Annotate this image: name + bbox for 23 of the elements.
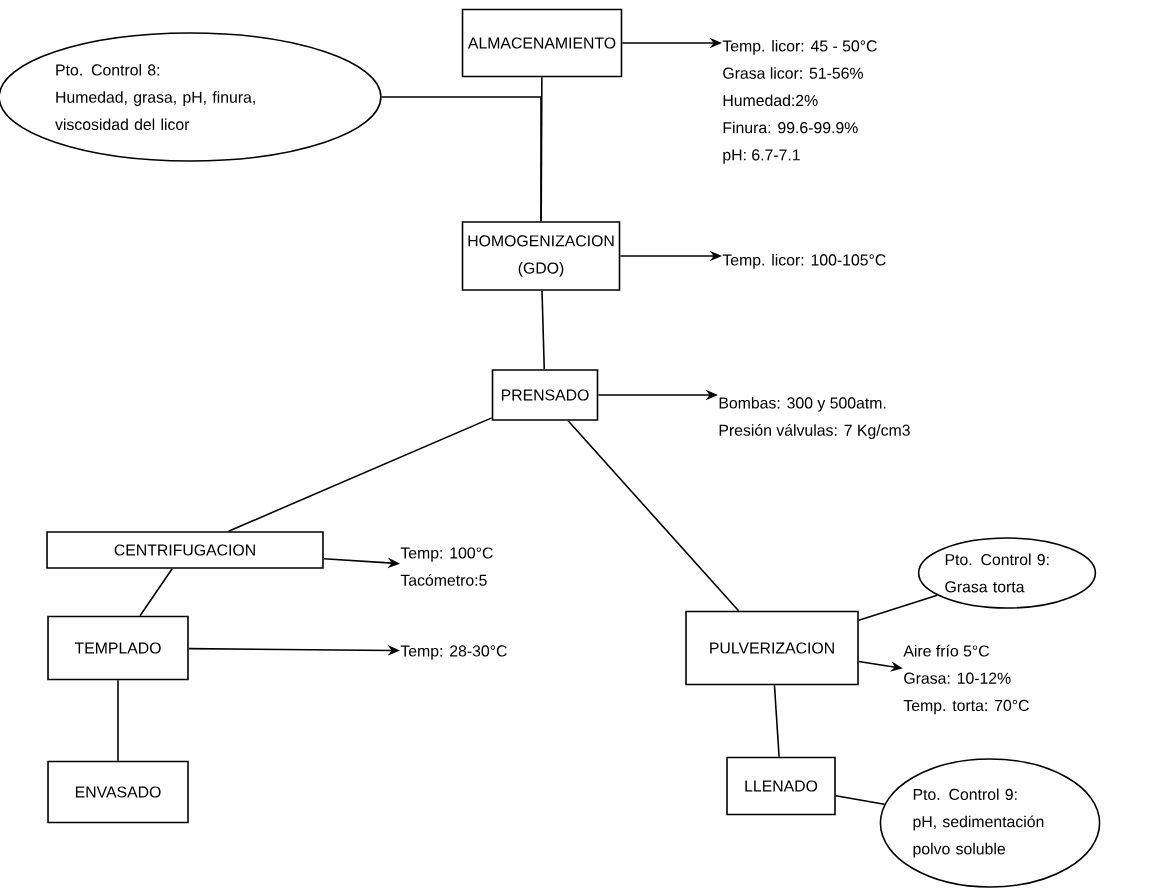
process-box: HOMOGENIZACION (GDO) xyxy=(461,221,621,291)
process-box: PRENSADO xyxy=(491,369,599,421)
connector-line xyxy=(227,417,493,532)
parameter-list: Temp. licor: 45 - 50°C Grasa licor: 51-56% Humedad:2% Finura: 99.6-99.9% pH: 6.7-7.1 xyxy=(722,39,877,164)
process-box: LLENADO xyxy=(726,756,836,816)
process-box: CENTRIFUGACION xyxy=(46,531,324,569)
process-box: TEMPLADO xyxy=(47,615,189,681)
connector-line xyxy=(773,684,780,758)
parameter-list: Temp. licor: 100-105°C xyxy=(722,253,886,269)
parameter-list: Bombas: 300 y 500atm. Presión válvulas: 7 Kg/cm3 xyxy=(719,396,910,439)
process-box: PULVERIZACION xyxy=(685,610,859,686)
process-box: ALMACENAMIENTO xyxy=(461,8,623,78)
connector-line xyxy=(567,420,740,612)
process-box: ENVASADO xyxy=(47,760,189,824)
parameter-list: Aire frío 5°C Grasa: 10-12% Temp. torta: 70°C xyxy=(903,644,1029,715)
parameter-list: Temp: 28-30°C xyxy=(400,645,507,660)
parameter-list: Temp: 100°C Tacómetro:5 xyxy=(400,547,493,586)
connector-line xyxy=(117,679,119,762)
connector-line xyxy=(858,594,939,622)
connector-line xyxy=(541,290,546,371)
connector-line xyxy=(380,96,542,222)
connector-line xyxy=(139,568,173,617)
connector-line xyxy=(835,794,886,806)
